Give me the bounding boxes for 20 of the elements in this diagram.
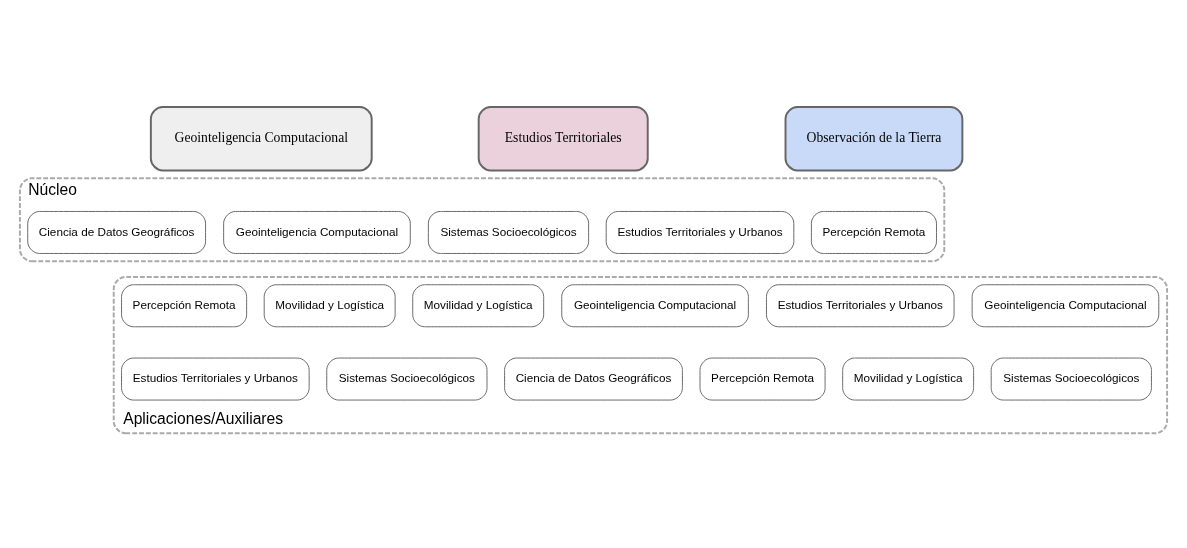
- node-box: Sistemas Socioecológicos: [990, 357, 1152, 401]
- node-box: Geointeligencia Computacional: [971, 284, 1160, 328]
- node-box: Estudios Territoriales: [477, 105, 649, 172]
- node-box: Observación de la Tierra: [784, 105, 964, 172]
- node-box: Ciencia de Datos Geográficos: [27, 210, 207, 254]
- node-box: Ciencia de Datos Geográficos: [504, 357, 683, 401]
- node-box: Sistemas Socioecológicos: [326, 357, 488, 401]
- node-box: Movilidad y Logística: [842, 357, 975, 401]
- node-box: Geointeligencia Computacional: [223, 210, 411, 254]
- node-box: Percepción Remota: [810, 210, 937, 254]
- node-box: Percepción Remota: [121, 284, 248, 328]
- node-box: Movilidad y Logística: [263, 284, 396, 328]
- node-box: Geointeligencia Computacional: [561, 284, 749, 328]
- node-box: Percepción Remota: [699, 357, 826, 401]
- node-box: Estudios Territoriales y Urbanos: [605, 210, 795, 254]
- node-box: Sistemas Socioecológicos: [427, 210, 590, 254]
- node-box: Geointeligencia Computacional: [149, 105, 373, 172]
- node-box: Estudios Territoriales y Urbanos: [765, 284, 955, 328]
- node-box: Movilidad y Logística: [412, 284, 545, 328]
- node-box: Estudios Territoriales y Urbanos: [121, 357, 310, 401]
